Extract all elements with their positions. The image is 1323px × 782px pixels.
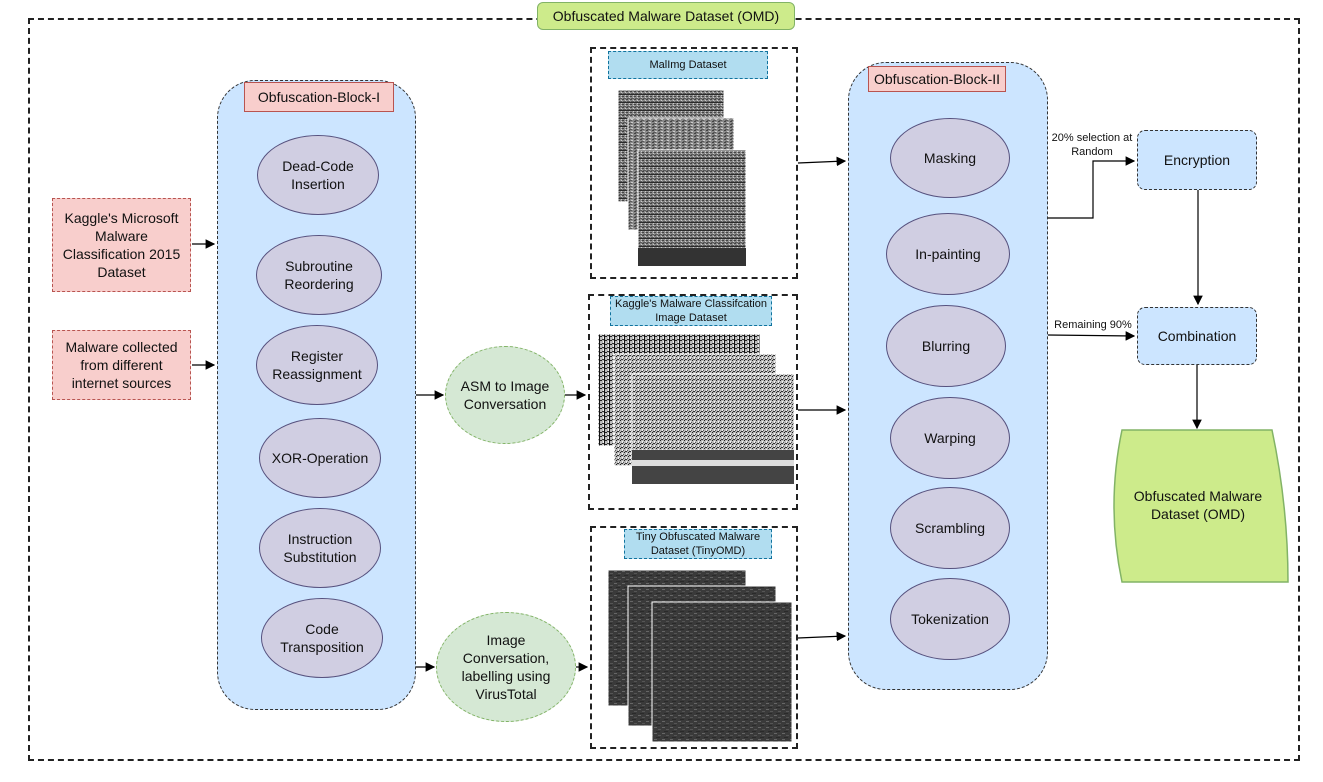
tinyomd-label-text: Tiny Obfuscated Malware Dataset (TinyOMD…: [635, 531, 761, 557]
malimg-image-3-band: [638, 248, 746, 266]
selection-label-text: 20% selection at Random: [1051, 132, 1133, 158]
malimg-image-3: [637, 149, 747, 267]
diagram-title-text: Obfuscated Malware Dataset (OMD): [552, 8, 780, 24]
kaggle-image-3-band2: [632, 460, 794, 466]
tinyomd-images: [607, 570, 793, 743]
output-dataset-text: Obfuscated Malware Dataset (OMD): [1133, 488, 1263, 522]
output-dataset-outline: [1113, 429, 1289, 583]
combination-text: Combination: [1157, 328, 1237, 344]
malimg-images: [617, 89, 747, 267]
kaggle-image-container: [588, 294, 798, 510]
obfuscation-block-2-label: Obfuscation-Block-II: [868, 66, 1006, 92]
obfuscation-block-1-label: Obfuscation-Block-I: [244, 82, 394, 112]
malimg-label-text: MalImg Dataset: [649, 59, 727, 71]
block2-item-masking: Masking: [890, 118, 1010, 198]
asm-to-image-node: ASM to Image Conversation: [445, 346, 565, 444]
block2-item-warping: Warping: [890, 397, 1010, 479]
block2-item-text: Masking: [923, 150, 977, 166]
encryption-node: Encryption: [1137, 130, 1257, 190]
kaggle-images: [597, 333, 795, 485]
block1-item-register: Register Reassignment: [256, 325, 378, 405]
output-dataset-label: Obfuscated Malware Dataset (OMD): [1120, 470, 1276, 540]
arrow-malimg-to-block2: [797, 156, 847, 167]
obfuscation-block-1-label-text: Obfuscation-Block-I: [257, 89, 381, 105]
diagram-title: Obfuscated Malware Dataset (OMD): [537, 2, 795, 30]
remaining-label: Remaining 90%: [1048, 318, 1138, 332]
encryption-text: Encryption: [1163, 152, 1231, 168]
source-internet: Malware collected from different interne…: [52, 330, 191, 400]
kaggle-image-label: Kaggle's Malware Classifcation Image Dat…: [610, 296, 772, 326]
block1-item-text: Instruction Substitution: [283, 531, 357, 565]
block2-item-tokenization: Tokenization: [890, 578, 1010, 660]
tinyomd-container: [590, 526, 798, 749]
source-kaggle-microsoft: Kaggle's Microsoft Malware Classificatio…: [52, 198, 191, 292]
block1-item-subroutine: Subroutine Reordering: [256, 235, 382, 315]
selection-label: 20% selection at Random: [1050, 131, 1134, 159]
block1-item-text: XOR-Operation: [271, 450, 369, 466]
arrow-block2-to-encryption: [1048, 156, 1136, 219]
kaggle-image-label-text: Kaggle's Malware Classifcation Image Dat…: [615, 298, 767, 324]
block1-item-instruction: Instruction Substitution: [259, 508, 381, 588]
block2-item-text: Warping: [924, 430, 976, 446]
image-conversion-text: Image Conversation, labelling using Viru…: [461, 632, 551, 702]
kaggle-image-3-band: [632, 450, 794, 484]
arrow-tinyomd-to-block2: [797, 631, 847, 642]
block2-item-text: Scrambling: [914, 520, 986, 536]
remaining-label-text: Remaining 90%: [1054, 319, 1132, 331]
block1-item-code-transposition: Code Transposition: [261, 598, 383, 678]
source-kaggle-microsoft-text: Kaggle's Microsoft Malware Classificatio…: [62, 210, 181, 280]
block2-item-text: Blurring: [921, 338, 971, 354]
arrow-block2-to-combination: [1047, 331, 1136, 341]
asm-to-image-text: ASM to Image Conversation: [460, 378, 550, 412]
block2-item-scrambling: Scrambling: [890, 487, 1010, 569]
malimg-label: MalImg Dataset: [608, 51, 768, 79]
block2-item-text: Tokenization: [911, 611, 989, 627]
block1-item-text: Subroutine Reordering: [284, 258, 354, 292]
block1-item-text: Dead-Code Insertion: [282, 158, 354, 192]
block2-item-inpainting: In-painting: [886, 213, 1010, 295]
tinyomd-label: Tiny Obfuscated Malware Dataset (TinyOMD…: [624, 529, 772, 559]
block1-item-dead-code: Dead-Code Insertion: [257, 135, 379, 215]
combination-node: Combination: [1137, 307, 1257, 365]
block2-item-text: In-painting: [915, 246, 981, 262]
block1-item-text: Register Reassignment: [272, 348, 362, 382]
block1-item-xor: XOR-Operation: [259, 418, 381, 498]
image-conversion-node: Image Conversation, labelling using Viru…: [436, 612, 576, 722]
block2-item-blurring: Blurring: [886, 305, 1006, 387]
obfuscation-block-2-label-text: Obfuscation-Block-II: [873, 71, 1001, 87]
source-internet-text: Malware collected from different interne…: [65, 339, 178, 391]
tinyomd-image-3: [651, 601, 793, 743]
malimg-container: [590, 47, 798, 279]
output-dataset-shape: [1113, 429, 1289, 583]
block1-item-text: Code Transposition: [280, 621, 364, 655]
